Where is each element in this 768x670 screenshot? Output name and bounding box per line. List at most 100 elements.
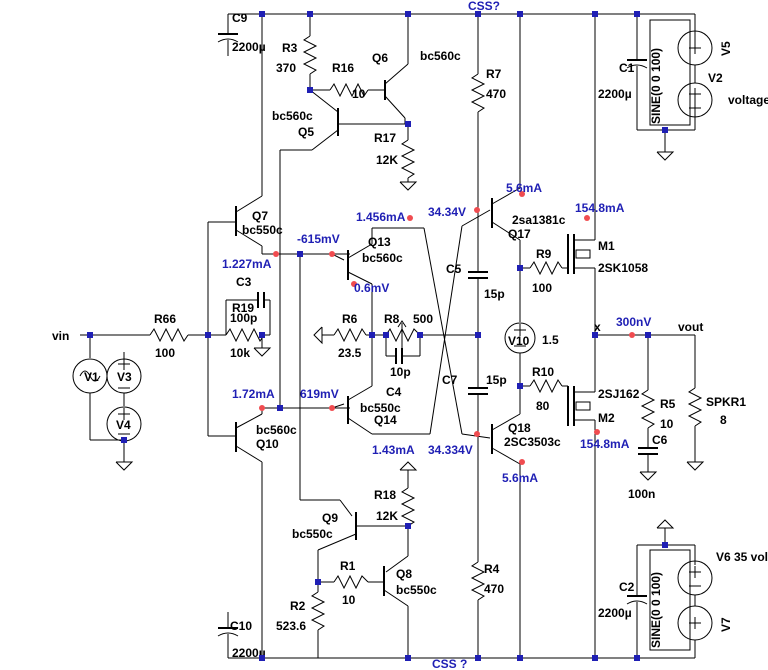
c2-name: C2 bbox=[619, 580, 635, 594]
c10-name: C10 bbox=[230, 619, 252, 633]
source-v6 bbox=[677, 560, 713, 606]
c3-name: C3 bbox=[236, 275, 252, 289]
r19-name: R19 bbox=[232, 301, 254, 315]
meas-q13-emitter-voltage: -615mV bbox=[297, 232, 340, 246]
resistor-r10 bbox=[529, 378, 568, 394]
mosfet-m1 bbox=[567, 14, 596, 335]
ground-r6 bbox=[313, 326, 323, 345]
r18-value: 12K bbox=[376, 509, 398, 523]
v6-value: 35 voltage bbox=[734, 550, 768, 564]
c5-value: 15p bbox=[484, 287, 505, 301]
capacitor-c4 bbox=[385, 335, 421, 364]
c7-value: 15p bbox=[486, 373, 507, 387]
q8-name: Q8 bbox=[396, 567, 412, 581]
r16-name: R16 bbox=[332, 61, 354, 75]
c9-value: 2200µ bbox=[232, 40, 266, 54]
r10-value: 80 bbox=[536, 399, 550, 413]
r66-name: R66 bbox=[154, 312, 176, 326]
q5-model: bc560c bbox=[272, 109, 313, 123]
v10-value: 1.5 bbox=[542, 333, 559, 347]
c6-value: 100n bbox=[628, 487, 655, 501]
c4-name: C4 bbox=[386, 385, 402, 399]
resistor-r17 bbox=[399, 124, 418, 191]
q8-model: bc550c bbox=[396, 583, 437, 597]
q18-model: 2SC3503c bbox=[504, 435, 561, 449]
transistor-q7 bbox=[208, 14, 263, 254]
c1-name: C1 bbox=[619, 61, 635, 75]
transistor-q18 bbox=[491, 385, 530, 658]
source-v10 bbox=[504, 268, 536, 386]
c4-value: 10p bbox=[390, 365, 411, 379]
r8-value: 500 bbox=[413, 312, 433, 326]
net-vout: vout bbox=[678, 320, 703, 334]
r1-value: 10 bbox=[342, 593, 356, 607]
meas-q18-emitter-current: 5.6mA bbox=[502, 471, 538, 485]
ground-bottom-right bbox=[637, 519, 695, 546]
q9-model: bc550c bbox=[292, 527, 333, 541]
capacitor-c9 bbox=[217, 13, 262, 56]
meas-output-voltage: 300nV bbox=[616, 315, 651, 329]
r2-value: 523.6 bbox=[276, 619, 306, 633]
r18-name: R18 bbox=[374, 488, 396, 502]
meas-q14-emitter-voltage: 619mV bbox=[300, 387, 339, 401]
transistor-q10 bbox=[208, 408, 263, 658]
c1-value: 2200µ bbox=[598, 87, 632, 101]
c9-name: C9 bbox=[232, 11, 248, 25]
v3-name: V3 bbox=[117, 370, 132, 384]
r7-name: R7 bbox=[486, 67, 502, 81]
v2-value: voltage 35 bbox=[728, 93, 768, 107]
ground-top-right bbox=[656, 130, 675, 161]
output-wiring bbox=[595, 334, 696, 390]
q14-model: bc550c bbox=[360, 401, 401, 415]
c2-value: 2200µ bbox=[598, 606, 632, 620]
c3-value: 100p bbox=[230, 311, 257, 325]
c10-value: 2200µ bbox=[232, 646, 266, 660]
m2-name: M2 bbox=[598, 411, 615, 425]
r10-name: R10 bbox=[532, 365, 554, 379]
source-v2 bbox=[677, 65, 713, 118]
resistor-r3 bbox=[302, 14, 318, 90]
sine-box-top: SINE(0 0 100) bbox=[649, 19, 691, 126]
capacitor-c5 bbox=[468, 210, 488, 335]
meas-q10-current: 1.72mA bbox=[232, 387, 275, 401]
sine-top-label: SINE(0 0 100) bbox=[649, 48, 663, 124]
input-network bbox=[80, 222, 209, 436]
meas-m1-current: 154.8mA bbox=[575, 201, 625, 215]
v7-name: V7 bbox=[719, 617, 733, 632]
meas-q7-current: 1.227mA bbox=[222, 257, 272, 271]
v1-name: V1 bbox=[84, 370, 99, 384]
meas-q17-emitter-current: 5.6mA bbox=[506, 181, 542, 195]
m2-model: 2SJ162 bbox=[598, 387, 640, 401]
sine-bottom-label: SINE(0 0 100) bbox=[649, 572, 663, 648]
q9-name: Q9 bbox=[322, 511, 338, 525]
spkr1-name: SPKR1 bbox=[706, 395, 746, 409]
q10-name: Q10 bbox=[256, 437, 279, 451]
r17-name: R17 bbox=[374, 131, 396, 145]
v2-name: V2 bbox=[708, 71, 723, 85]
resistor-r1 bbox=[318, 574, 384, 590]
q6-name: Q6 bbox=[372, 51, 388, 65]
r8-name: R8 bbox=[384, 312, 400, 326]
resistor-r5 bbox=[638, 389, 658, 481]
resistor-r4 bbox=[470, 448, 486, 658]
transistor-q5 bbox=[280, 89, 408, 151]
net-top-rail: CSS? bbox=[468, 0, 500, 13]
q10-model: bc560c bbox=[256, 423, 297, 437]
q17-name: Q17 bbox=[508, 227, 531, 241]
m1-name: M1 bbox=[598, 239, 615, 253]
r2-name: R2 bbox=[290, 599, 306, 613]
v5-name: V5 bbox=[719, 41, 733, 56]
meas-q14-current: 1.43mA bbox=[372, 443, 415, 457]
q17-model: 2sa1381c bbox=[512, 213, 566, 227]
q14-name: Q14 bbox=[374, 413, 397, 427]
output-node-x: x bbox=[594, 320, 601, 334]
junction-dots bbox=[87, 11, 668, 661]
r17-value: 12K bbox=[376, 153, 398, 167]
meas-m2-current: 154.8mA bbox=[580, 437, 630, 451]
net-vin: vin bbox=[52, 329, 69, 343]
m1-model: 2SK1058 bbox=[598, 261, 648, 275]
resistor-r7 bbox=[470, 14, 486, 210]
mosfet-m2 bbox=[567, 335, 596, 658]
transistor-q8 bbox=[383, 542, 409, 658]
